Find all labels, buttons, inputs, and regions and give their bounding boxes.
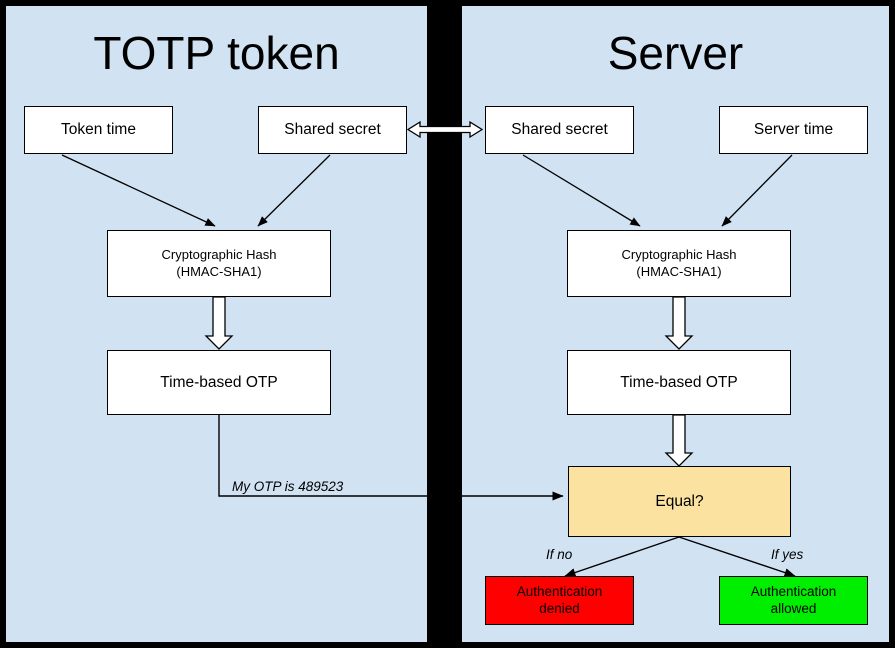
panel-title-totp-token: TOTP token bbox=[93, 27, 340, 79]
node-hash-token-line2: (HMAC-SHA1) bbox=[176, 263, 262, 279]
node-hash-server-line1: Cryptographic Hash bbox=[621, 247, 737, 263]
node-shared-secret-server-label: Shared secret bbox=[511, 121, 608, 139]
node-authentication-denied[interactable]: Authentication denied bbox=[485, 576, 634, 625]
node-equal-label: Equal? bbox=[655, 492, 704, 510]
node-allowed-line2: allowed bbox=[770, 600, 817, 616]
node-token-time[interactable]: Token time bbox=[24, 106, 173, 154]
edge-label-otp-message-text: My OTP is 489523 bbox=[232, 479, 344, 494]
node-time-based-otp-server[interactable]: Time-based OTP bbox=[567, 350, 791, 415]
node-server-time-label: Server time bbox=[753, 121, 834, 139]
node-token-time-label: Token time bbox=[61, 121, 136, 139]
node-server-time[interactable]: Server time bbox=[719, 106, 868, 154]
node-shared-secret-token-label: Shared secret bbox=[284, 121, 381, 139]
edge-label-if-no-text: If no bbox=[546, 547, 573, 562]
edge-label-if-yes: If yes bbox=[771, 547, 803, 562]
node-shared-secret-token[interactable]: Shared secret bbox=[258, 106, 407, 154]
node-denied-line1: Authentication bbox=[516, 583, 603, 599]
node-time-based-otp-token[interactable]: Time-based OTP bbox=[107, 350, 331, 415]
panel-title-server: Server bbox=[607, 27, 744, 79]
node-hash-token-line1: Cryptographic Hash bbox=[161, 247, 277, 263]
node-authentication-allowed[interactable]: Authentication allowed bbox=[719, 576, 868, 625]
node-time-based-otp-token-label: Time-based OTP bbox=[160, 373, 278, 391]
panel-server: Server bbox=[462, 6, 889, 642]
node-denied-line2: denied bbox=[539, 600, 580, 616]
edge-label-if-no: If no bbox=[546, 547, 572, 562]
panel-totp-token: TOTP token bbox=[6, 6, 427, 642]
edge-label-if-yes-text: If yes bbox=[771, 547, 804, 562]
node-hash-server-line2: (HMAC-SHA1) bbox=[636, 263, 722, 279]
node-shared-secret-server[interactable]: Shared secret bbox=[485, 106, 634, 154]
node-allowed-line1: Authentication bbox=[750, 583, 837, 599]
node-time-based-otp-server-label: Time-based OTP bbox=[620, 373, 738, 391]
node-cryptographic-hash-server[interactable]: Cryptographic Hash (HMAC-SHA1) bbox=[567, 230, 791, 297]
node-equal-decision[interactable]: Equal? bbox=[568, 466, 791, 537]
node-cryptographic-hash-token[interactable]: Cryptographic Hash (HMAC-SHA1) bbox=[107, 230, 331, 297]
edge-label-otp-message: My OTP is 489523 bbox=[232, 479, 343, 494]
